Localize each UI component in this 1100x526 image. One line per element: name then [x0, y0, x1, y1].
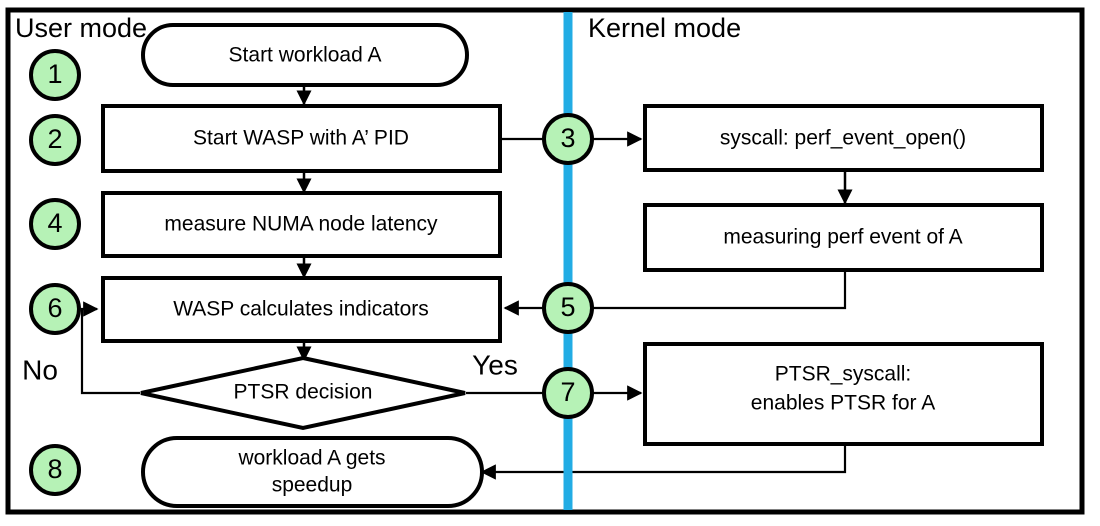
edge-measuring-to-step5 [592, 270, 847, 310]
step-circle-8[interactable] [29, 444, 81, 496]
node-ptsr-decision[interactable] [140, 355, 466, 431]
step-circle-7-label: 7 [560, 377, 575, 407]
step-circle-1-label: 1 [47, 59, 62, 89]
step-circle-8-label: 8 [47, 454, 62, 484]
step-circle-6[interactable] [29, 283, 81, 335]
node-start-workload[interactable] [141, 23, 469, 87]
node-start-workload-label: Start workload A [229, 44, 382, 67]
step-circle-3-label: 3 [560, 123, 575, 153]
node-ptsr-syscall-label-line1: PTSR_syscall: [775, 363, 912, 386]
step-circle-2-label: 2 [47, 124, 62, 154]
node-syscall-perf-event-open[interactable] [643, 104, 1044, 172]
step-circle-7[interactable] [542, 367, 594, 419]
node-wasp-indicators[interactable] [101, 276, 502, 343]
node-start-wasp-label: Start WASP with A’ PID [193, 127, 409, 150]
node-ptsr-decision-label: PTSR decision [234, 381, 373, 404]
diagram-frame [5, 7, 1085, 515]
node-measure-numa[interactable] [101, 191, 502, 258]
edge-ptsr-to-speedup [480, 444, 847, 480]
step-circle-5[interactable] [542, 282, 594, 334]
step-circle-1[interactable] [29, 49, 81, 101]
region-label-user-mode: User mode [15, 13, 147, 43]
edge-decision-no-loop [80, 301, 140, 395]
node-wasp-indicators-label: WASP calculates indicators [173, 298, 429, 321]
region-label-kernel-mode: Kernel mode [588, 13, 741, 43]
branch-label-no: No [22, 354, 58, 385]
step-circle-3[interactable] [542, 113, 594, 165]
node-ptsr-syscall[interactable] [643, 342, 1044, 446]
node-measure-numa-label: measure NUMA node latency [164, 213, 438, 236]
step-circle-4[interactable] [29, 198, 81, 250]
node-workload-speedup[interactable] [141, 436, 484, 508]
node-measuring-perf-event-label: measuring perf event of A [723, 226, 962, 249]
node-syscall-perf-event-open-label: syscall: perf_event_open() [720, 127, 966, 150]
branch-label-yes: Yes [472, 349, 518, 380]
node-workload-speedup-label-line1: workload A gets [237, 447, 385, 470]
node-start-wasp[interactable] [101, 104, 502, 173]
node-workload-speedup-label-line2: speedup [272, 474, 353, 497]
node-ptsr-syscall-label-line2: enables PTSR for A [751, 392, 935, 415]
step-circle-5-label: 5 [560, 292, 575, 322]
step-circle-6-label: 6 [47, 293, 62, 323]
step-circle-4-label: 4 [47, 208, 62, 238]
step-circle-2[interactable] [29, 114, 81, 166]
node-measuring-perf-event[interactable] [643, 203, 1044, 272]
